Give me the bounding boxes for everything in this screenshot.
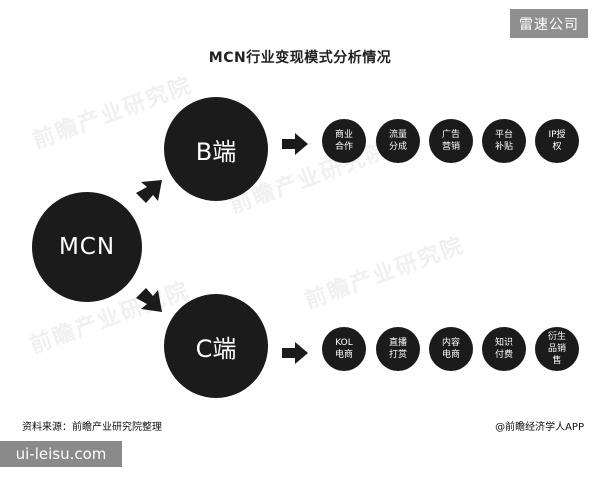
b-item-ad-marketing: 广告 营销 [429,119,473,163]
arrow-b-to-items [282,133,308,155]
publisher-credit: @前瞻经济学人APP [495,422,584,433]
c-item-live-tipping: 直播 打赏 [376,327,420,371]
c-end-node: C端 [164,294,268,398]
c-item-content-ecommerce: 内容 电商 [429,327,473,371]
b-item-ip-licensing: IP授 权 [535,119,579,163]
b-item-traffic-share: 流量 分成 [376,119,420,163]
arrow-mcn-to-c [136,288,162,312]
c-item-knowledge-payment: 知识 付费 [482,327,526,371]
mcn-node: MCN [32,192,142,302]
site-badge: ui-leisu.com [0,441,122,467]
c-item-kol-ecommerce: KOL 电商 [322,327,366,371]
b-item-platform-subsidy: 平台 补贴 [482,119,526,163]
corner-badge: 雷速公司 [510,9,588,38]
b-item-business-cooperation: 商业 合作 [322,119,366,163]
c-item-derivative-sales: 衍生 品销 售 [535,327,579,371]
diagram-title: MCN行业变现模式分析情况 [208,50,392,66]
source-note: 资料来源：前瞻产业研究院整理 [22,422,162,433]
b-end-node: B端 [164,97,268,201]
arrow-c-to-items [282,342,308,364]
arrow-mcn-to-b [136,180,162,203]
